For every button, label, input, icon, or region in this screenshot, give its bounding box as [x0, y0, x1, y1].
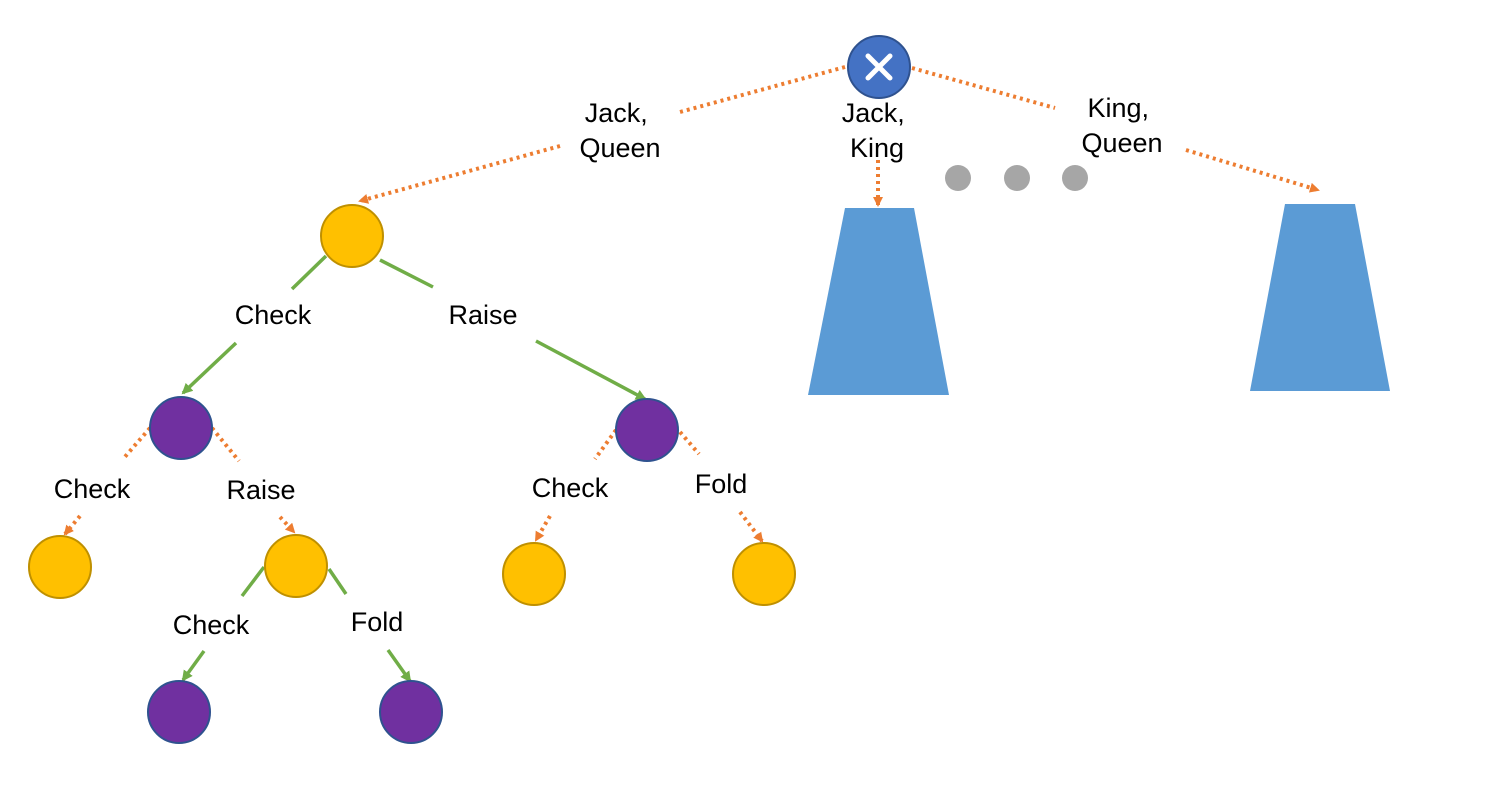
action-edges: [181, 254, 647, 683]
action-label-raise: Raise: [448, 300, 517, 330]
edge-p2a-to-raise: [210, 426, 241, 463]
ellipsis-dot: [1062, 165, 1088, 191]
subtree-king-queen: [1250, 204, 1390, 391]
p1-leaf-node: [732, 542, 796, 606]
p1-leaf-node: [502, 542, 566, 606]
edge-check-to-p2a: [181, 341, 238, 395]
p2-leaf-node: [147, 680, 211, 744]
ellipsis: [945, 165, 1088, 191]
edge-check-to-p1-leaf-a: [63, 514, 82, 536]
edge-p1b-to-fold: [327, 568, 348, 595]
ellipsis-dot: [1004, 165, 1030, 191]
action-label-check: Check: [235, 300, 312, 330]
edge-fold-to-p1-leaf-c: [738, 510, 764, 543]
edge-p1-to-raise: [379, 258, 434, 289]
deal-label-left: Jack, Queen: [579, 98, 660, 163]
player1-nodes: [28, 204, 796, 606]
action-label-check: Check: [173, 610, 250, 640]
p2-leaf-node: [379, 680, 443, 744]
action-label-raise: Raise: [226, 475, 295, 505]
edge-deal-left-to-p1-node: [358, 144, 561, 204]
edge-p1b-to-check: [240, 565, 266, 598]
p2-decision-node: [615, 398, 679, 462]
edge-fold-to-p2d: [386, 648, 412, 683]
p1-decision-node: [320, 204, 384, 268]
edge-p1-to-check: [290, 254, 328, 291]
close-icon: [865, 53, 893, 81]
deal-label-right: King, Queen: [1081, 93, 1162, 158]
action-label-fold: Fold: [695, 469, 748, 499]
edge-p2a-to-check: [121, 426, 152, 461]
p1-leaf-node: [28, 535, 92, 599]
edge-raise-to-p1b: [278, 515, 296, 534]
p2-chance-edges: [63, 426, 764, 543]
edge-check-to-p1-leaf-b: [534, 514, 552, 542]
edge-p2b-to-fold: [678, 430, 701, 456]
edge-raise-to-p2b: [535, 339, 647, 401]
edge-root-to-deal-right: [911, 66, 1056, 110]
edge-deal-right-to-subtree-right: [1185, 148, 1320, 193]
p1-decision-node-after-raise: [264, 534, 328, 598]
subtree-jack-king: [808, 208, 949, 395]
p2-decision-node: [149, 396, 213, 460]
subtrees: [808, 204, 1390, 395]
root-chance-node: [847, 35, 911, 99]
player2-nodes: [147, 396, 679, 744]
edge-check-to-p2c: [181, 649, 206, 682]
edge-p2b-to-check: [593, 428, 618, 461]
action-label-fold: Fold: [351, 607, 404, 637]
action-label-check: Check: [54, 474, 131, 504]
action-label-check: Check: [532, 473, 609, 503]
chance-edges: [358, 65, 1320, 207]
deal-label-middle: Jack, King: [842, 98, 913, 163]
edge-root-to-deal-left: [679, 65, 846, 114]
ellipsis-dot: [945, 165, 971, 191]
